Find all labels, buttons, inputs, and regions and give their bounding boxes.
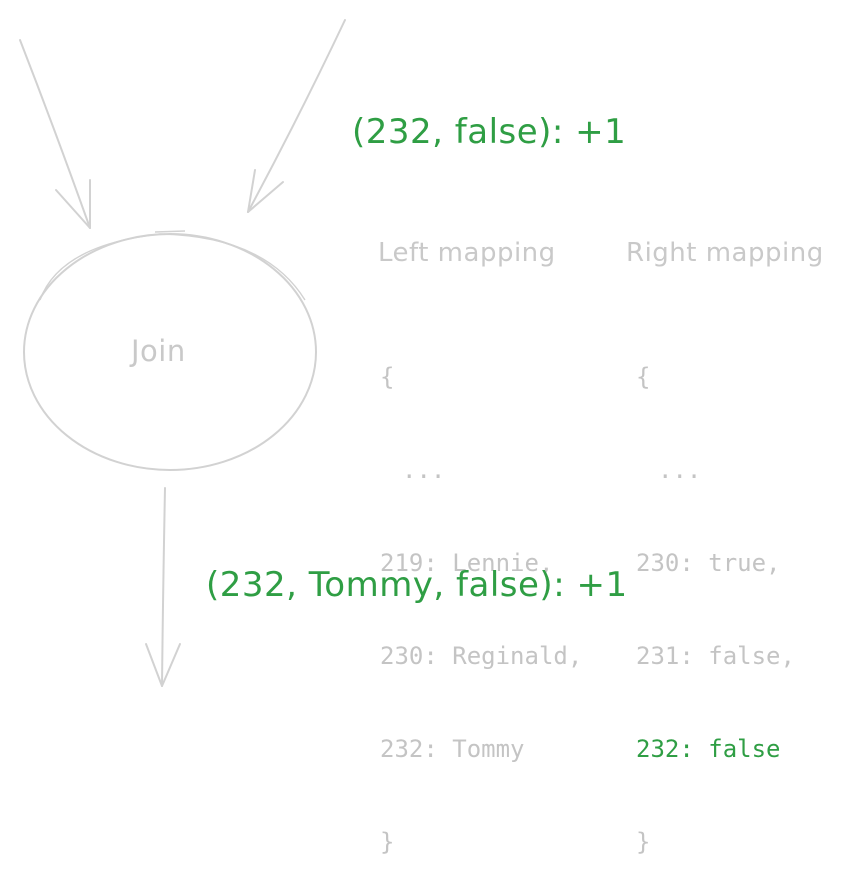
left-mapping-entry: 219: Lennie, <box>380 549 554 577</box>
output-event-label: (232, Tommy, false): +1 <box>206 565 628 605</box>
diagram-canvas <box>19 19 346 687</box>
output-arrow <box>145 487 181 687</box>
right-mapping-entry-highlighted: 232: false <box>636 735 781 763</box>
left-mapping-entry: 230: Reginald, <box>380 642 583 670</box>
right-mapping-open-brace: { <box>636 363 651 391</box>
input-event-label: (232, false): +1 <box>352 112 627 152</box>
right-mapping-ellipsis: ... <box>658 456 702 484</box>
left-mapping-ellipsis: ... <box>402 456 446 484</box>
left-input-arrow <box>19 39 91 229</box>
right-mapping-code: { ... 230: true, 231: false, 232: false … <box>636 300 795 889</box>
join-node <box>23 230 317 471</box>
right-mapping-entry: 230: true, <box>636 549 781 577</box>
left-mapping-entry: 232: Tommy <box>380 735 525 763</box>
right-mapping-heading: Right mapping <box>626 238 824 268</box>
join-node-label: Join <box>131 334 186 368</box>
right-mapping-entry: 231: false, <box>636 642 795 670</box>
right-mapping-close-brace: } <box>636 828 651 856</box>
left-mapping-open-brace: { <box>380 363 395 391</box>
left-mapping-close-brace: } <box>380 828 395 856</box>
left-mapping-heading: Left mapping <box>378 238 556 268</box>
right-input-arrow <box>247 19 346 213</box>
